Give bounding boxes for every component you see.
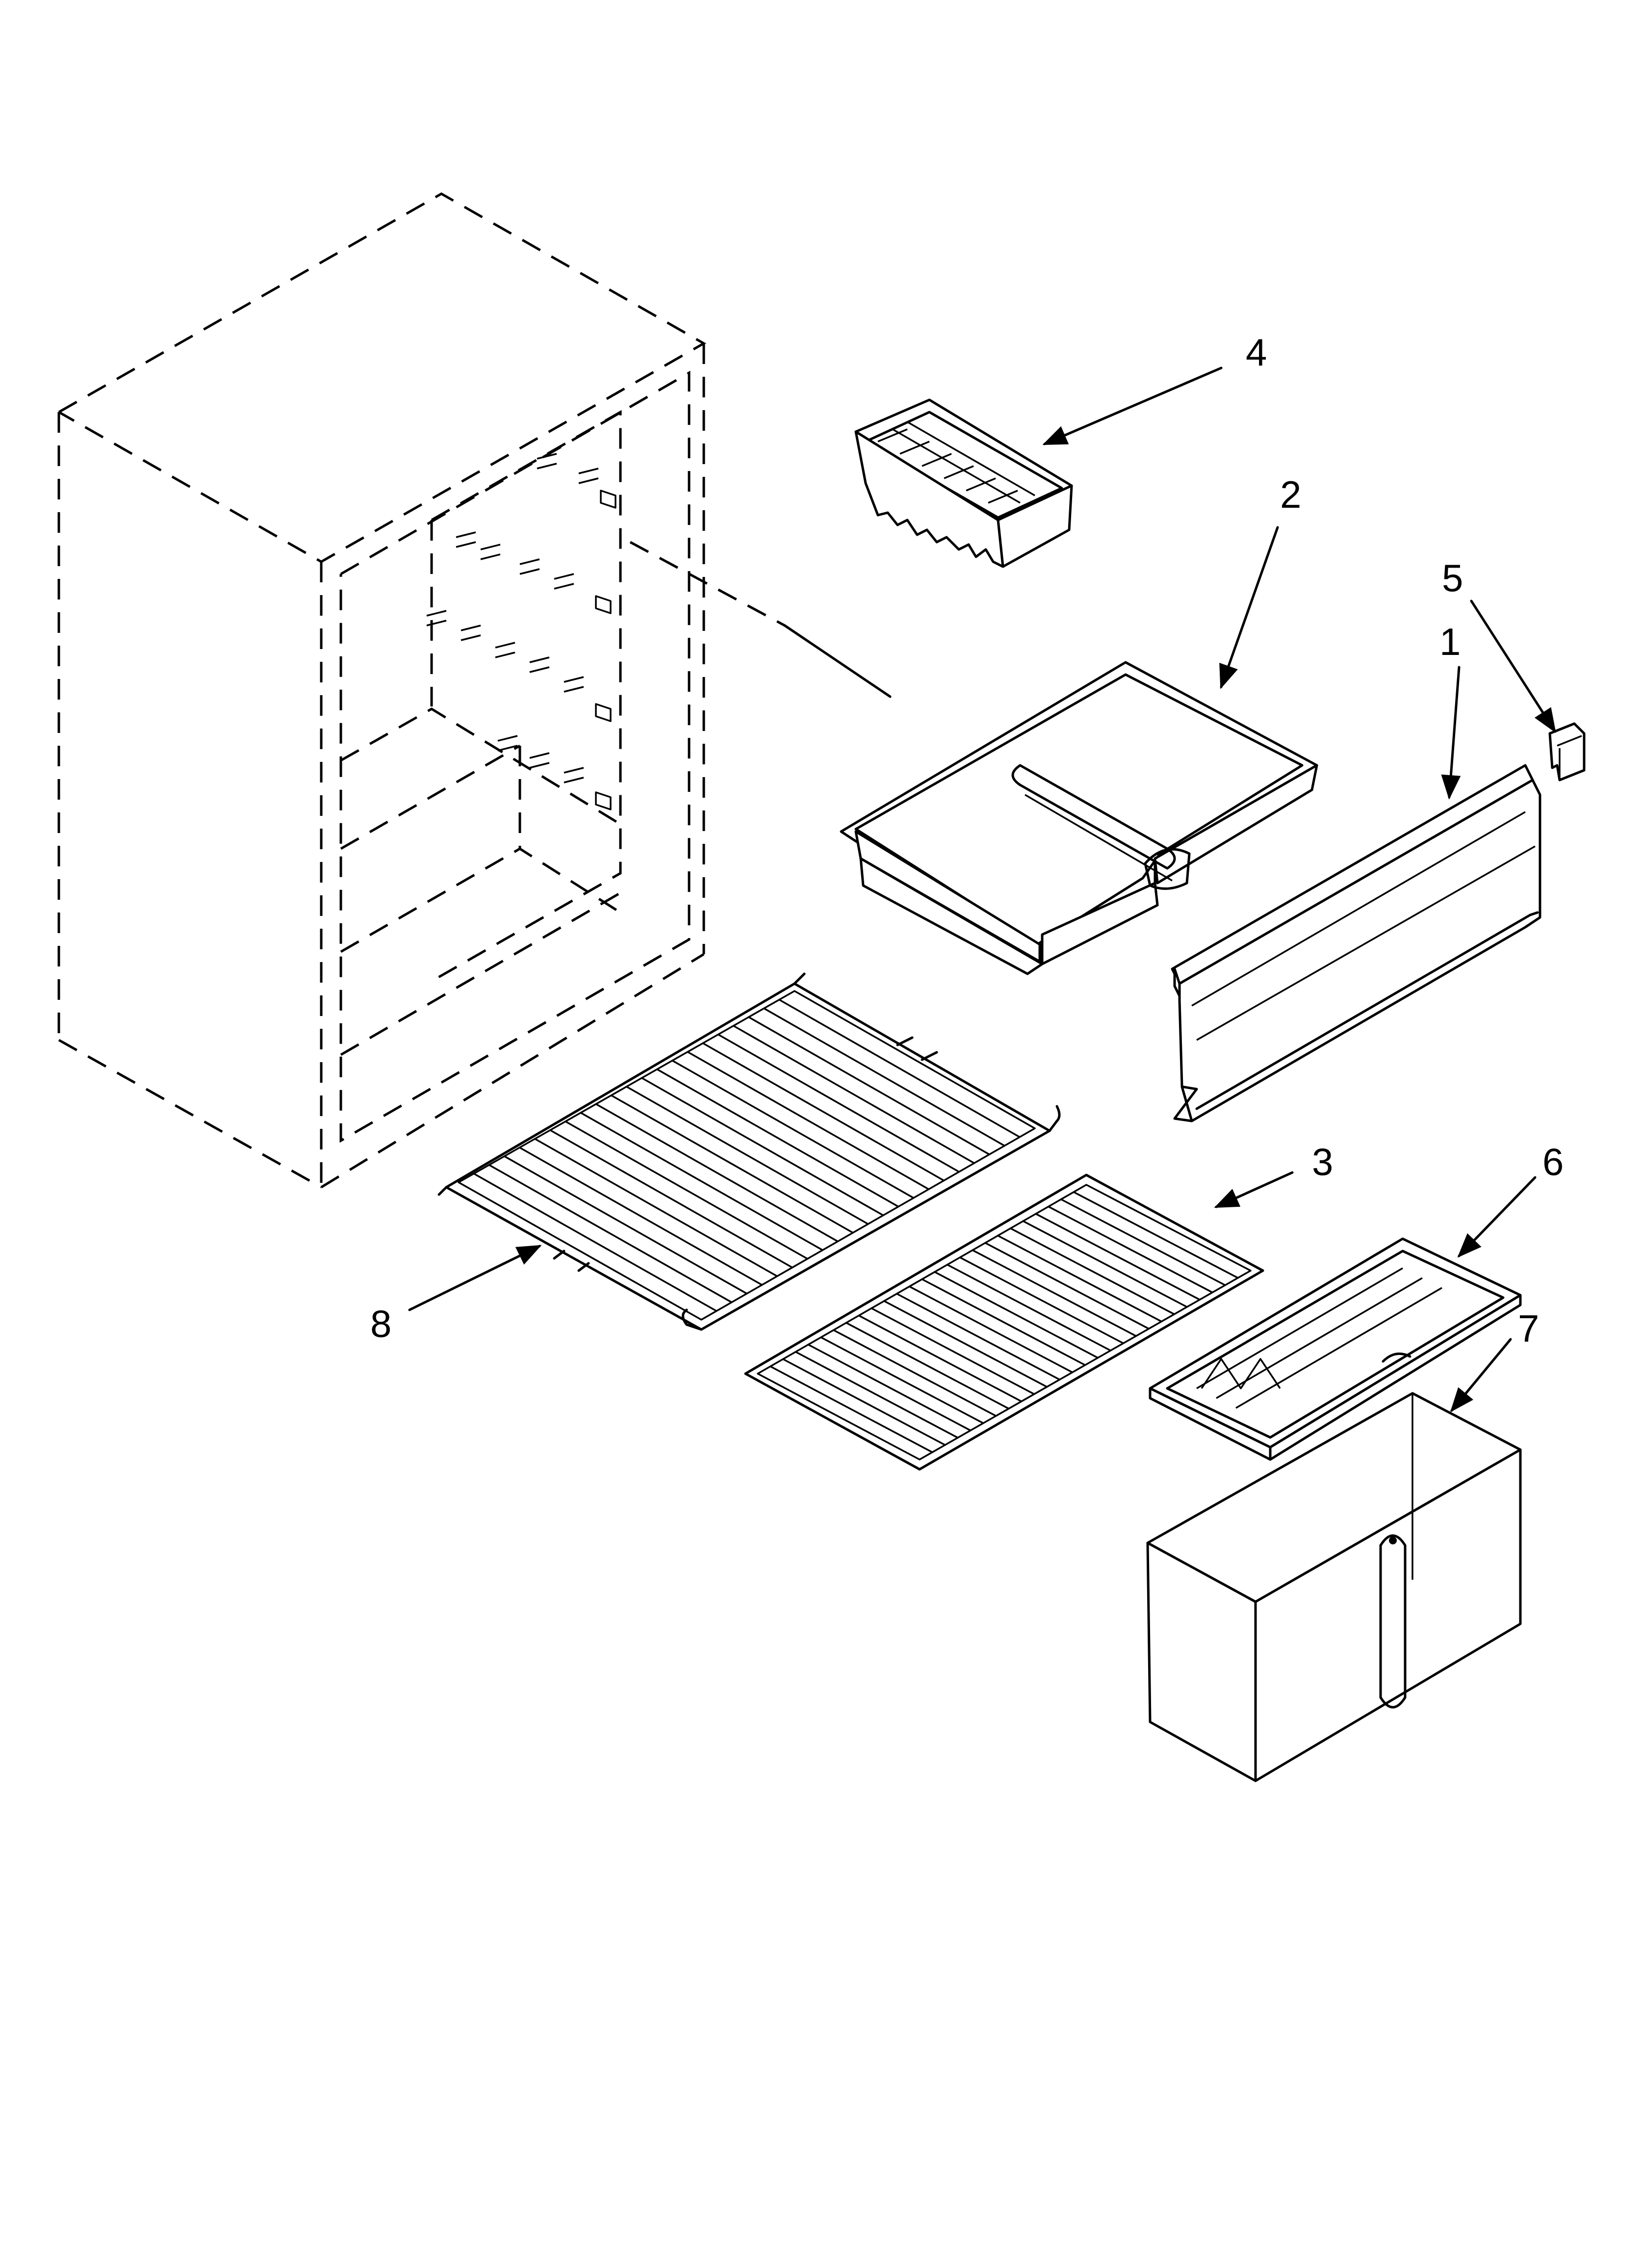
callout-4: 4	[1042, 331, 1267, 445]
drawer-pan	[840, 661, 1318, 975]
wire-bar	[778, 999, 1020, 1138]
callout-8: 8	[370, 1245, 542, 1345]
wire-bar	[883, 1300, 1048, 1388]
callout-2: 2	[1219, 473, 1301, 689]
shelf-support-clips	[426, 453, 616, 810]
wire-bar	[947, 1264, 1111, 1352]
callout-5: 5	[1442, 556, 1556, 733]
wire-bar	[858, 1314, 1022, 1403]
wire-bar	[580, 1112, 823, 1251]
wire-shelf-lower	[744, 1173, 1264, 1471]
wire-bar	[770, 1365, 933, 1453]
wire-bar	[565, 1121, 808, 1260]
wire-shelf-upper	[437, 972, 1061, 1331]
wire-bar	[656, 1069, 899, 1208]
wire-bar	[672, 1060, 914, 1199]
wire-bar	[1048, 1205, 1213, 1293]
wire-bar	[795, 1351, 958, 1439]
wire-bar	[702, 1042, 945, 1181]
wire-bar	[733, 1025, 975, 1164]
wire-bar	[896, 1293, 1060, 1381]
wire-bar	[549, 1129, 793, 1269]
wire-bar	[748, 1016, 990, 1155]
wire-bar	[763, 1007, 1005, 1147]
wire-bar	[922, 1278, 1086, 1366]
wire-bar	[909, 1285, 1073, 1373]
wire-bar	[718, 1034, 960, 1173]
wire-bar	[488, 1164, 732, 1303]
wire-bar	[1035, 1213, 1200, 1301]
svg-text:2: 2	[1280, 473, 1301, 516]
wire-bar	[782, 1358, 946, 1446]
clip	[1548, 722, 1586, 782]
wire-bar	[504, 1155, 747, 1295]
wire-bar	[519, 1147, 763, 1286]
wire-bar	[1010, 1227, 1175, 1315]
crisper-cover	[1171, 764, 1541, 1122]
wire-bar	[626, 1086, 869, 1225]
wire-bar	[997, 1235, 1162, 1323]
wire-bar	[534, 1138, 778, 1277]
bin-insert	[1149, 1237, 1522, 1461]
ice-cube-tray	[854, 398, 1073, 568]
wire-bar	[871, 1307, 1035, 1395]
wire-bar	[611, 1095, 853, 1234]
callout-1: 1	[1439, 620, 1461, 800]
wire-bar	[595, 1103, 839, 1242]
svg-text:5: 5	[1442, 556, 1463, 600]
wire-bar	[985, 1242, 1150, 1330]
callout-6: 6	[1457, 1140, 1564, 1258]
cabinet-outline	[57, 192, 707, 1189]
callout-3: 3	[1214, 1140, 1333, 1208]
wire-bar	[833, 1329, 997, 1417]
wire-bar	[687, 1051, 929, 1190]
wire-bar	[972, 1249, 1137, 1337]
svg-text:7: 7	[1518, 1307, 1539, 1350]
callout-7: 7	[1450, 1307, 1539, 1412]
wire-bar	[1023, 1220, 1188, 1308]
svg-text:4: 4	[1246, 331, 1267, 374]
wire-bar	[821, 1336, 984, 1424]
svg-text:8: 8	[370, 1302, 391, 1345]
leader-cabinet	[629, 541, 892, 698]
wire-bar	[846, 1322, 1009, 1409]
storage-bin	[1146, 1392, 1522, 1782]
wire-bar	[1060, 1199, 1226, 1286]
wire-bar	[808, 1344, 971, 1432]
svg-text:3: 3	[1312, 1140, 1333, 1183]
callouts: 4 2 5 1 3 6 7 8	[370, 331, 1564, 1412]
wire-bar	[1073, 1191, 1238, 1279]
svg-text:1: 1	[1439, 620, 1461, 663]
wire-bar	[959, 1256, 1124, 1344]
wire-bar	[473, 1173, 717, 1312]
wire-bar	[934, 1271, 1099, 1359]
wire-bar	[641, 1077, 884, 1216]
svg-text:6: 6	[1542, 1140, 1564, 1183]
